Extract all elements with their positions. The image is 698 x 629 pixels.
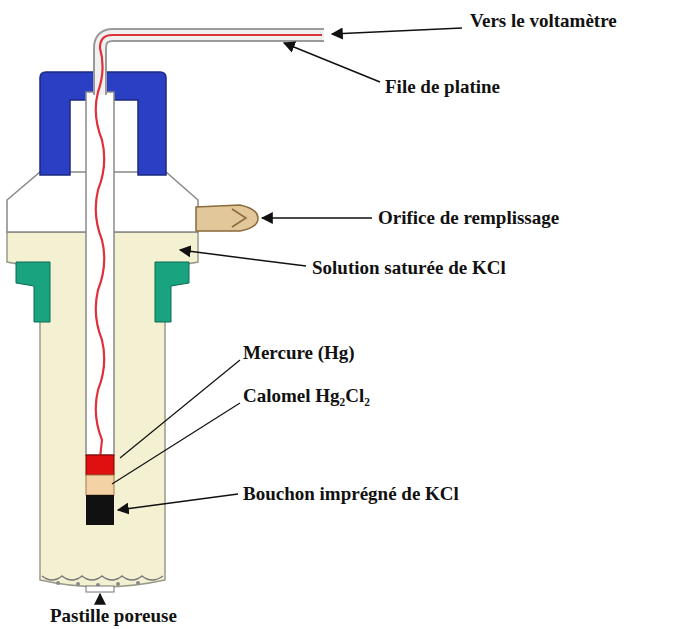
part-label: Vers le voltamètre (470, 10, 617, 32)
part-label: Calomel Hg₂Cl₂ (243, 385, 370, 407)
part-label: Pastille poreuse (50, 605, 177, 627)
part-label: Orifice de remplissage (378, 207, 559, 229)
part-label: Solution saturée de KCl (312, 257, 506, 279)
part-label: File de platine (385, 76, 500, 98)
part-label: Bouchon imprégné de KCl (243, 483, 459, 505)
part-label: Mercure (Hg) (243, 342, 355, 364)
